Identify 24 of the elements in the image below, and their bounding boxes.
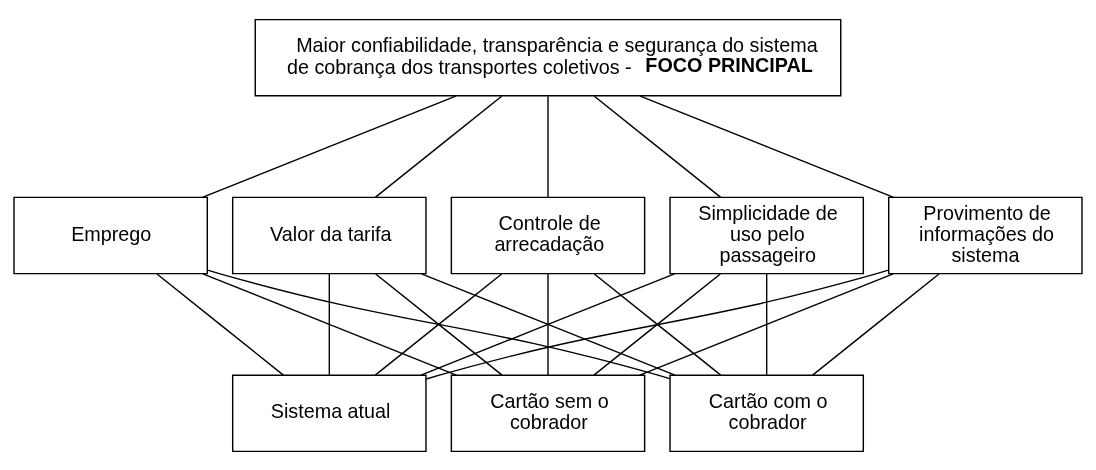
node-box: Emprego <box>13 196 208 274</box>
connector <box>156 272 285 376</box>
node-box: Cartão com o cobrador <box>669 373 865 452</box>
node-box: Sistema atual <box>231 373 427 452</box>
node-box: Valor da tarifa <box>231 196 427 274</box>
connector <box>811 272 940 376</box>
connector <box>202 272 457 376</box>
node-box: Cartão sem o cobrador <box>450 373 646 452</box>
connector <box>547 272 549 375</box>
connector <box>206 268 671 379</box>
connector <box>639 94 895 198</box>
connector <box>425 268 890 380</box>
connector <box>593 95 722 198</box>
node-box: Maior confiabilidade, transparência e segurança do sistema de cobrança dos transportes coletivos - FOCO PRINCIPAL <box>254 18 842 97</box>
connector <box>328 272 331 375</box>
connector <box>639 272 894 376</box>
connector <box>374 95 503 198</box>
connector <box>201 94 457 198</box>
node-box: Provimento de informações do sistema <box>888 196 1083 274</box>
connector <box>420 272 676 376</box>
node-box: Controle de arrecadação <box>450 196 646 274</box>
connector <box>765 272 768 375</box>
node-box: Simplicidade de uso pelo passageiro <box>669 196 865 274</box>
connector <box>547 95 549 198</box>
